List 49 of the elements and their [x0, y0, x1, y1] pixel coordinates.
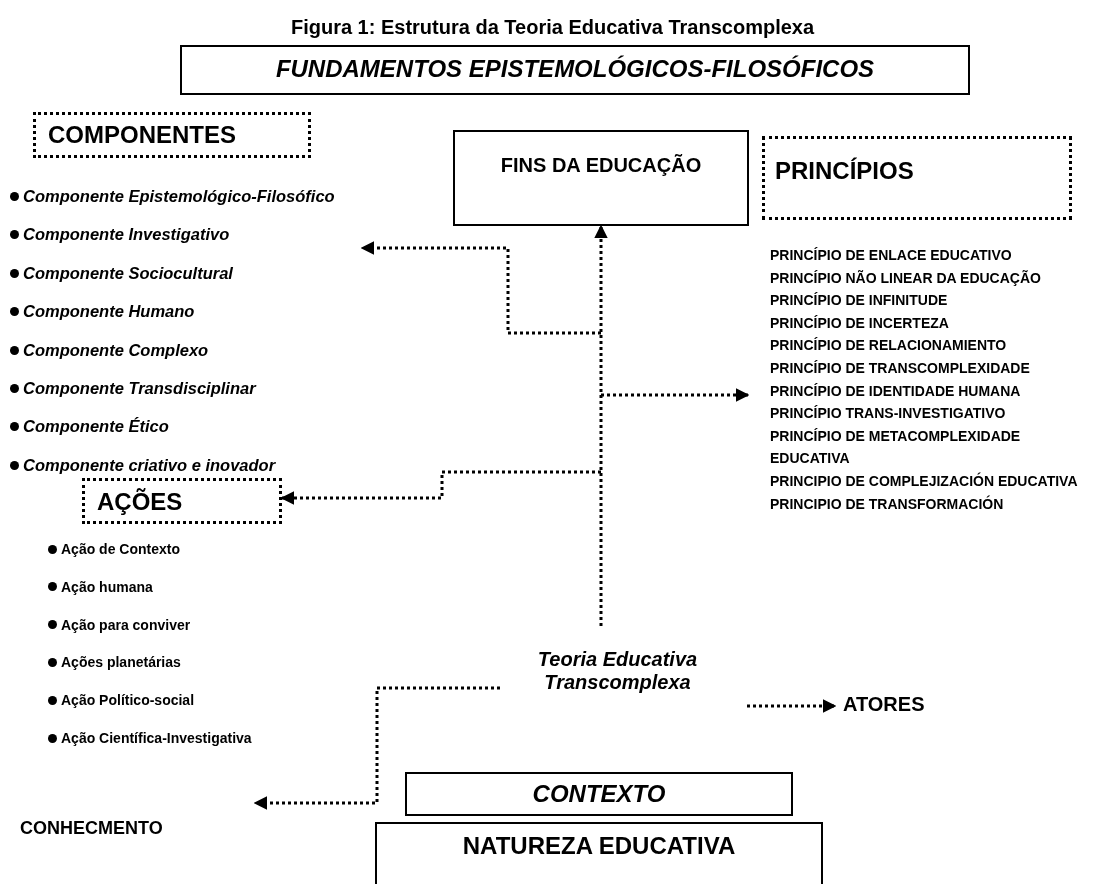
- dotted-arrow: [594, 224, 608, 626]
- list-item: Componente Epistemológico-Filosófico: [23, 187, 335, 206]
- dotted-arrow: [253, 686, 500, 810]
- theory-label: Teoria Educativa Transcomplexa: [500, 648, 735, 710]
- box-text: AÇÕES: [97, 488, 183, 516]
- box-text: CONTEXTO: [531, 780, 667, 808]
- section-heading-box: [33, 112, 311, 158]
- dotted-arrow: [280, 470, 601, 505]
- list-item: Componente Transdisciplinar: [23, 379, 256, 398]
- figure-title: Figura 1: Estrutura da Teoria Educativa Transcomplexa: [289, 16, 816, 39]
- list-item: Ação de Contexto: [61, 541, 180, 557]
- dotted-arrow: [601, 388, 750, 402]
- list-item: PRINCÍPIO DE METACOMPLEXIDADE EDUCATIVA: [770, 426, 1022, 469]
- list-item: PRINCÍPIO DE INCERTEZA: [770, 313, 950, 333]
- actor-label: ATORES: [843, 693, 928, 719]
- box-text: PRINCÍPIOS: [775, 157, 914, 185]
- box-text: NATUREZA EDUCATIVA: [461, 832, 737, 860]
- box-text: FINS DA EDUCAÇÃO: [499, 154, 703, 177]
- list-item: PRINCIPIO DE COMPLEJIZACIÓN EDUCATIVA: [770, 471, 1079, 491]
- list-item: PRINCIPIO DE TRANSFORMACIÓN: [770, 494, 1005, 514]
- section-heading-box: [762, 136, 1072, 220]
- list-item: PRINCÍPIO DE RELACIONAMIENTO: [770, 336, 1008, 356]
- list-item: Ação para conviver: [61, 616, 191, 633]
- knowledge-label: CONHECMENTO: [20, 818, 180, 842]
- list-item: Ações planetárias: [61, 654, 181, 671]
- list-item: Ação Político-social: [61, 692, 195, 709]
- list-item: PRINCÍPIO DE IDENTIDADE HUMANA: [770, 381, 1022, 401]
- goal-box: [453, 130, 749, 226]
- list-item: Componente Complexo: [23, 340, 209, 360]
- list-item: Componente Ético: [23, 417, 169, 437]
- list-item: Ação humana: [61, 578, 153, 595]
- context-box: [405, 772, 793, 816]
- box-text: COMPONENTES: [48, 121, 236, 149]
- list-item: PRINCÍPIO DE TRANSCOMPLEXIDADE: [770, 358, 1031, 378]
- list-item: PRINCÍPIO DE INFINITUDE: [770, 291, 949, 311]
- list-item: Componente Investigativo: [23, 225, 230, 245]
- heading-box: [180, 45, 970, 95]
- list-item: Componente criativo e inovador: [23, 455, 276, 475]
- box-text: FUNDAMENTOS EPISTEMOLÓGICOS-FILOSÓFICOS: [274, 55, 876, 83]
- list-item: Componente Sociocultural: [23, 263, 233, 283]
- dotted-arrow: [747, 699, 837, 713]
- section-heading-box: [82, 478, 282, 524]
- list-item: Ação Científica-Investigativa: [61, 730, 252, 746]
- list-item: PRINCÍPIO NÃO LINEAR DA EDUCAÇÃO: [770, 268, 1042, 288]
- list-item: Componente Humano: [23, 302, 195, 322]
- dotted-arrow: [360, 241, 601, 335]
- list-item: PRINCÍPIO TRANS-INVESTIGATIVO: [770, 404, 1007, 424]
- list-item: PRINCÍPIO DE ENLACE EDUCATIVO: [770, 246, 1013, 265]
- nature-box: [375, 822, 823, 884]
